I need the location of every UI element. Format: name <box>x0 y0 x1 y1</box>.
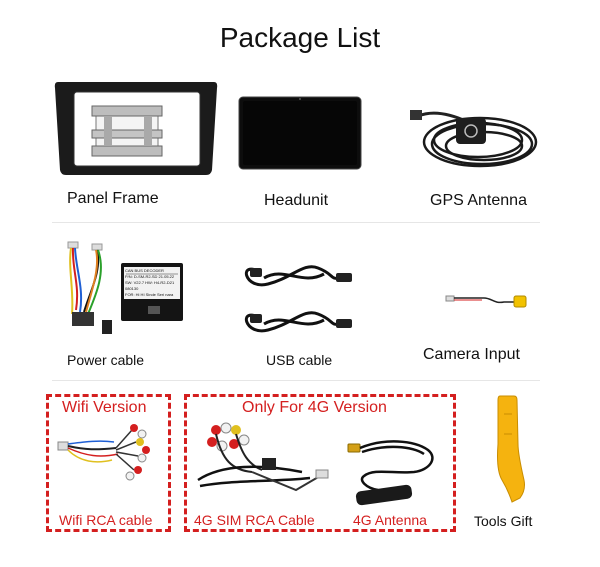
decoder-line: P/N: D-SM-R2-SD 21.05.22 <box>125 274 175 279</box>
usb-cable-label: USB cable <box>266 352 333 368</box>
tools-gift-label: Tools Gift <box>474 513 533 529</box>
decoder-sticker-text: CAN BUS DECODER P/N: D-SM-R2-SD 21.05.22… <box>125 268 181 298</box>
headunit-label: Headunit <box>264 192 329 209</box>
canbus-decoder-image <box>120 262 184 322</box>
4g-sim-rca-cable-label: 4G SIM RCA Cable <box>194 512 315 528</box>
4g-sim-rca-cable-image <box>192 420 332 506</box>
row-divider-2 <box>52 380 540 381</box>
decoder-line: CAN BUS DECODER <box>125 268 164 273</box>
wifi-rca-cable-label: Wifi RCA cable <box>59 512 153 528</box>
panel-frame-image <box>52 78 220 178</box>
row-divider-1 <box>52 222 540 223</box>
camera-input-image <box>444 290 528 310</box>
only-4g-label: Only For 4G Version <box>242 399 387 416</box>
power-cable-label: Power cable <box>67 352 145 368</box>
panel-frame-label: Panel Frame <box>67 190 159 207</box>
usb-cable-image <box>244 256 356 346</box>
camera-input-label: Camera Input <box>423 346 520 363</box>
gps-antenna-label: GPS Antenna <box>430 192 527 209</box>
decoder-line: FOR: Hi HI Sinde Seri nara <box>125 292 174 297</box>
headunit-image <box>238 96 362 170</box>
wifi-rca-cable-image <box>56 420 160 490</box>
only-4g-box <box>184 394 456 532</box>
wifi-version-box <box>46 394 171 532</box>
power-cable-image <box>62 240 122 340</box>
4g-antenna-label: 4G Antenna <box>353 512 427 528</box>
wifi-version-label: Wifi Version <box>62 399 147 416</box>
4g-antenna-image <box>344 432 440 508</box>
decoder-line: SW: V22.7 HW: H4-R2-D21 080130 <box>125 280 175 291</box>
pry-tool-image <box>490 394 530 504</box>
page-title: Package List <box>219 22 381 53</box>
gps-antenna-image <box>408 100 544 172</box>
